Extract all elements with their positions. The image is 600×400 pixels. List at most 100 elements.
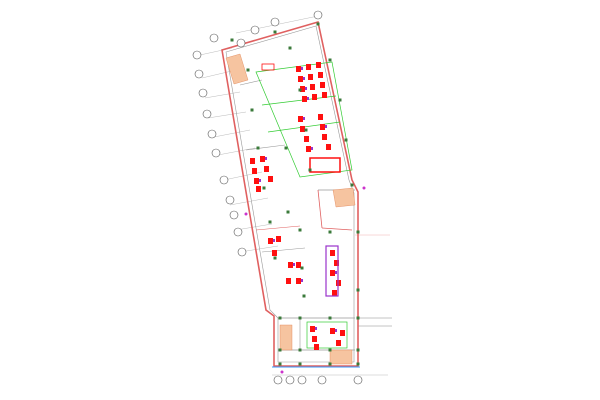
equipment-block (320, 124, 325, 130)
column-marker (298, 88, 302, 92)
grid-bubble (211, 148, 221, 158)
equipment-block (322, 134, 327, 140)
equipment-accent (335, 271, 337, 274)
stair-bottom-right (329, 349, 353, 365)
column-marker (344, 138, 348, 142)
equipment-accent (265, 157, 267, 160)
grid-bubble (198, 88, 208, 98)
grid-bubble (202, 109, 212, 119)
column-marker (298, 316, 302, 320)
column-marker (350, 183, 354, 187)
equipment-block (250, 158, 255, 164)
equipment-block (296, 262, 301, 268)
equipment-block (298, 116, 303, 122)
equipment-block (264, 166, 269, 172)
grid-bubble (207, 129, 217, 139)
column-marker (250, 108, 254, 112)
equipment-block (298, 76, 303, 82)
grid-bubble (236, 38, 246, 48)
columns-group (230, 22, 360, 366)
grid-bubble (233, 227, 243, 237)
column-marker (268, 220, 272, 224)
equipment-accent (293, 263, 295, 266)
equipment-block (252, 168, 257, 174)
grid-bubble (209, 33, 219, 43)
grid-bubble (317, 375, 327, 385)
equipment-block (308, 74, 313, 80)
equipment-block (320, 82, 325, 88)
grid-bubble (229, 210, 239, 220)
equipment-block (260, 156, 265, 162)
grid-bubble (225, 195, 235, 205)
marker-icon (362, 186, 366, 190)
equipment-block (318, 72, 323, 78)
building-walls (221, 20, 360, 368)
grid-lines (199, 15, 392, 376)
equipment-accent (315, 327, 317, 330)
equipment-block (334, 260, 339, 266)
column-marker (328, 348, 332, 352)
grid-bubble (237, 247, 247, 257)
equipment-block (296, 278, 301, 284)
equipment-block (330, 270, 335, 276)
equipment-block (300, 126, 305, 132)
column-marker (356, 362, 360, 366)
column-marker (316, 22, 320, 26)
equipment-block (316, 62, 321, 68)
equipment-block (330, 250, 335, 256)
grid-bubble (297, 375, 307, 385)
column-marker (302, 294, 306, 298)
equipment-block (268, 238, 273, 244)
equipment-block (304, 136, 309, 142)
column-marker (298, 228, 302, 232)
equipment-group (250, 62, 345, 350)
equipment-block (310, 84, 315, 90)
marker-icon (280, 370, 284, 374)
equipment-block (306, 146, 311, 152)
equipment-accent (311, 147, 313, 150)
column-marker (328, 362, 332, 366)
column-marker (230, 38, 234, 42)
equipment-block (322, 92, 327, 98)
equipment-block (268, 176, 273, 182)
marker-icon (244, 212, 248, 216)
equipment-block (302, 96, 307, 102)
equipment-accent (305, 87, 307, 90)
column-marker (338, 98, 342, 102)
column-marker (256, 146, 260, 150)
column-marker (356, 316, 360, 320)
equipment-accent (303, 117, 305, 120)
equipment-accent (307, 97, 309, 100)
equipment-block (312, 336, 317, 342)
equipment-cluster (309, 157, 341, 173)
column-marker (288, 46, 292, 50)
equipment-block (318, 114, 323, 120)
grid-bubble (250, 25, 260, 35)
equipment-block (272, 250, 277, 256)
equipment-block (330, 328, 335, 334)
equipment-cluster (325, 245, 339, 297)
equipment-block (326, 144, 331, 150)
equipment-block (306, 64, 311, 70)
column-marker (278, 348, 282, 352)
equipment-accent (259, 179, 261, 182)
equipment-accent (273, 239, 275, 242)
grid-bubble (194, 69, 204, 79)
column-marker (246, 68, 250, 72)
column-marker (278, 316, 282, 320)
grid-bubble (285, 375, 295, 385)
equipment-block (340, 330, 345, 336)
equipment-block (276, 236, 281, 242)
column-marker (298, 362, 302, 366)
equipment-block (336, 340, 341, 346)
grid-bubble (313, 10, 323, 20)
equipment-block (300, 86, 305, 92)
column-marker (308, 168, 312, 172)
equipment-block (256, 186, 261, 192)
equipment-block (286, 278, 291, 284)
column-marker (304, 128, 308, 132)
equipment-block (296, 66, 301, 72)
column-marker (273, 256, 277, 260)
column-marker (284, 146, 288, 150)
equipment-accent (301, 279, 303, 282)
